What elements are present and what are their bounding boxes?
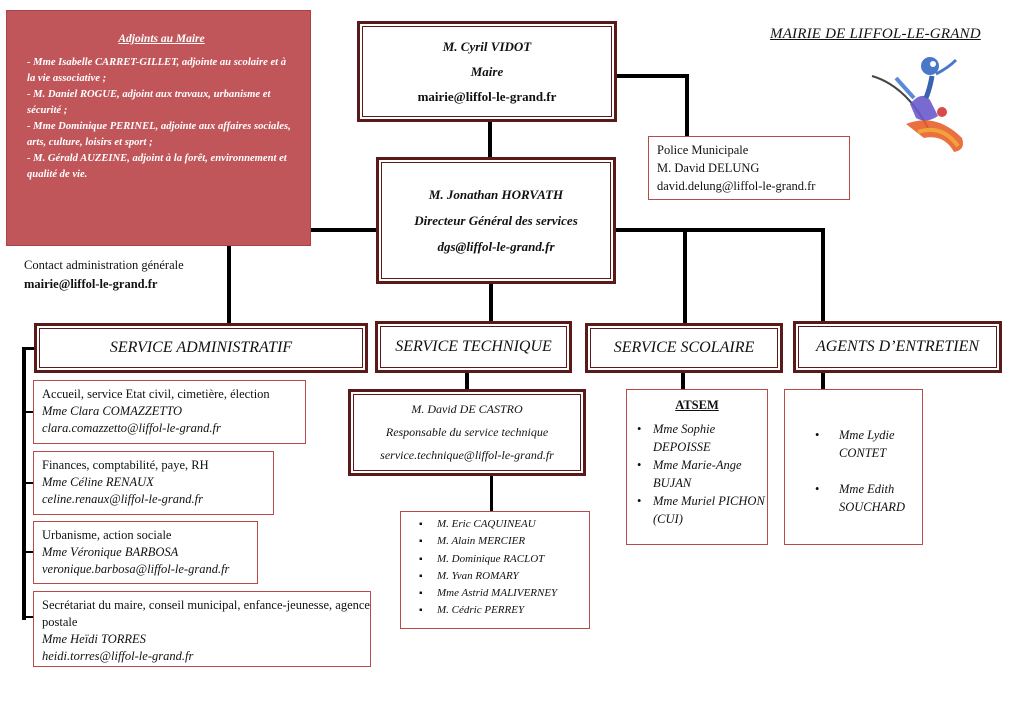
connector-scol-v xyxy=(683,228,687,324)
tech-agents-box: M. Eric CAQUINEAU M. Alain MERCIER M. Do… xyxy=(400,511,590,629)
service-scol-box: SERVICE SCOLAIRE xyxy=(585,323,783,373)
tech-role: Responsable du service technique xyxy=(385,425,549,439)
connector-maire-police-h xyxy=(617,74,689,78)
contact-label: Contact administration générale xyxy=(24,258,184,272)
connector-tech-list xyxy=(490,476,493,512)
list-item: M. Yvan ROMARY xyxy=(419,568,589,586)
admin-box-accueil: Accueil, service Etat civil, cimetière, … xyxy=(33,380,306,444)
police-name: M. David DELUNG xyxy=(657,161,760,175)
admin-role: Secrétariat du maire, conseil municipal,… xyxy=(42,598,370,629)
connector-scol-atsem xyxy=(681,373,685,390)
adjoint-item: - M. Gérald AUZEINE, adjoint à la forêt,… xyxy=(27,153,287,180)
service-admin-label: SERVICE ADMINISTRATIF xyxy=(109,339,293,356)
police-box: Police Municipale M. David DELUNG david.… xyxy=(648,136,850,200)
service-tech-box: SERVICE TECHNIQUE xyxy=(375,321,572,373)
admin-box-urbanisme: Urbanisme, action sociale Mme Véronique … xyxy=(33,521,258,584)
connector-ent-v xyxy=(821,228,825,322)
connector-adm-4 xyxy=(22,616,34,618)
list-item: M. Dominique RACLOT xyxy=(419,551,589,569)
admin-role: Accueil, service Etat civil, cimetière, … xyxy=(42,387,270,401)
service-tech-label: SERVICE TECHNIQUE xyxy=(395,338,552,355)
service-scol-label: SERVICE SCOLAIRE xyxy=(613,339,755,356)
dgs-email[interactable]: dgs@liffol-le-grand.fr xyxy=(437,238,555,254)
maire-email[interactable]: mairie@liffol-le-grand.fr xyxy=(417,89,557,104)
service-ent-box: AGENTS D’ENTRETIEN xyxy=(793,321,1002,373)
adjoints-panel: Adjoints au Maire - Mme Isabelle CARRET-… xyxy=(6,10,311,246)
tech-name: M. David DE CASTRO xyxy=(411,402,523,416)
list-item: Mme Sophie DEPOISSE xyxy=(637,420,767,456)
adjoint-item: - Mme Dominique PERINEL, adjointe aux af… xyxy=(27,121,291,148)
admin-email[interactable]: celine.renaux@liffol-le-grand.fr xyxy=(42,492,203,506)
entretien-box: Mme Lydie CONTET Mme Edith SOUCHARD xyxy=(784,389,923,545)
service-ent-label: AGENTS D’ENTRETIEN xyxy=(815,338,980,355)
page-title: MAIRIE DE LIFFOL-LE-GRAND xyxy=(770,26,981,42)
admin-email[interactable]: veronique.barbosa@liffol-le-grand.fr xyxy=(42,562,230,576)
admin-box-secretariat: Secrétariat du maire, conseil municipal,… xyxy=(33,591,371,667)
connector-tech-resp xyxy=(465,373,469,390)
list-item: Mme Marie-Ange BUJAN xyxy=(637,456,767,492)
atsem-title: ATSEM xyxy=(675,398,719,412)
tech-email[interactable]: service.technique@liffol-le-grand.fr xyxy=(380,448,554,462)
connector-adm-v xyxy=(22,348,26,620)
dgs-box: M. Jonathan HORVATH Directeur Général de… xyxy=(376,157,616,284)
police-title: Police Municipale xyxy=(657,143,749,157)
police-email[interactable]: david.delung@liffol-le-grand.fr xyxy=(657,179,816,193)
connector-maire-police-v xyxy=(685,74,689,136)
connector-maire-dgs xyxy=(488,122,492,158)
figure-mascot-icon xyxy=(866,54,974,154)
admin-role: Urbanisme, action sociale xyxy=(42,528,172,542)
atsem-box: ATSEM Mme Sophie DEPOISSE Mme Marie-Ange… xyxy=(626,389,768,545)
adjoint-item: - Mme Isabelle CARRET-GILLET, adjointe a… xyxy=(27,57,287,84)
contact-block: Contact administration générale mairie@l… xyxy=(24,256,184,294)
list-item: Mme Lydie CONTET xyxy=(815,426,922,462)
adjoints-title: Adjoints au Maire xyxy=(118,33,205,45)
list-item: M. Cédric PERREY xyxy=(419,602,589,620)
admin-box-finances: Finances, comptabilité, paye, RH Mme Cél… xyxy=(33,451,274,515)
admin-name: Mme Clara COMAZZETTO xyxy=(42,404,183,418)
connector-adm-top xyxy=(22,347,36,350)
service-admin-box: SERVICE ADMINISTRATIF xyxy=(34,323,368,373)
connector-adm-1 xyxy=(22,411,34,413)
connector-admin-v xyxy=(227,228,231,324)
dgs-name: M. Jonathan HORVATH xyxy=(428,186,564,202)
connector-dgs-tech xyxy=(489,284,493,322)
list-item: Mme Edith SOUCHARD xyxy=(815,480,922,516)
tech-responsible-box: M. David DE CASTRO Responsable du servic… xyxy=(348,389,586,476)
list-item: M. Eric CAQUINEAU xyxy=(419,516,589,534)
admin-name: Mme Véronique BARBOSA xyxy=(42,545,179,559)
maire-role: Maire xyxy=(470,64,504,79)
admin-role: Finances, comptabilité, paye, RH xyxy=(42,458,209,472)
connector-adm-3 xyxy=(22,551,34,553)
list-item: Mme Muriel PICHON (CUI) xyxy=(637,492,767,528)
admin-name: Mme Heïdi TORRES xyxy=(42,632,146,646)
connector-adm-2 xyxy=(22,482,34,484)
dgs-role: Directeur Général des services xyxy=(414,212,578,228)
admin-email[interactable]: clara.comazzetto@liffol-le-grand.fr xyxy=(42,421,221,435)
admin-name: Mme Céline RENAUX xyxy=(42,475,154,489)
connector-ent-list xyxy=(821,373,825,390)
maire-box: M. Cyril VIDOT Maire mairie@liffol-le-gr… xyxy=(357,21,617,122)
list-item: Mme Astrid MALIVERNEY xyxy=(419,585,589,603)
list-item: M. Alain MERCIER xyxy=(419,533,589,551)
maire-name: M. Cyril VIDOT xyxy=(442,39,532,54)
adjoint-item: - M. Daniel ROGUE, adjoint aux travaux, … xyxy=(27,89,271,116)
contact-email[interactable]: mairie@liffol-le-grand.fr xyxy=(24,277,158,291)
admin-email[interactable]: heidi.torres@liffol-le-grand.fr xyxy=(42,649,194,663)
